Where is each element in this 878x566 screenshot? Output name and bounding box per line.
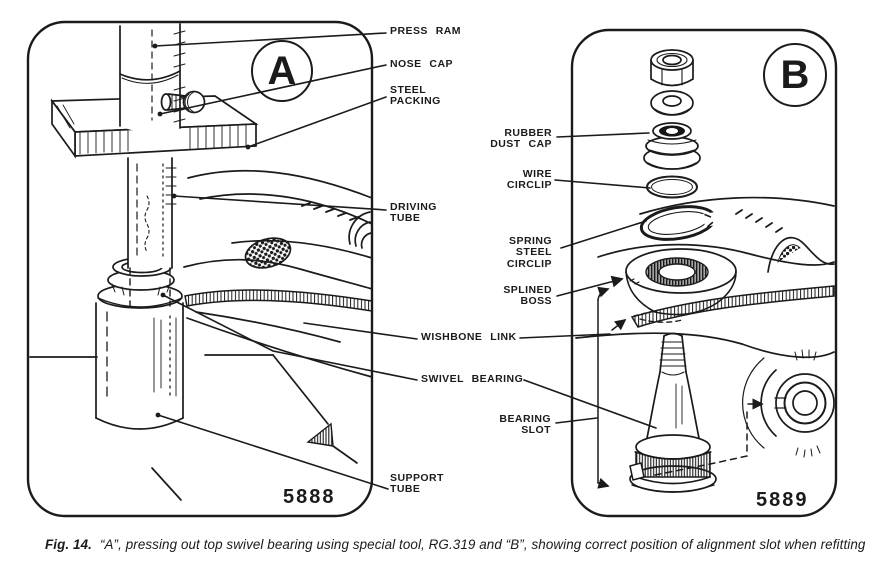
press-ram-drawing [119, 23, 186, 134]
label-wishbone-link: WISHBONE LINK [421, 331, 517, 343]
wire-circlip-drawing [646, 175, 698, 199]
label-driving-tube: DRIVING TUBE [390, 201, 437, 225]
leader-swivel-bearing-right [523, 379, 657, 429]
label-bearing-slot: BEARING SLOT [499, 413, 551, 437]
drawing-number-a: 5888 [283, 486, 336, 508]
panel-a-illustration [26, 20, 418, 518]
leader-bearing-slot [555, 417, 598, 424]
figure-caption-text: “A”, pressing out top swivel bearing usi… [99, 537, 866, 552]
leader-swivel-bearing-left [162, 294, 418, 381]
driving-tube-drawing [127, 157, 177, 307]
drawing-number-b: 5889 [756, 489, 809, 511]
leader-spring-steel-circlip [560, 220, 647, 249]
panel-a-letter: A [267, 49, 297, 93]
label-press-ram: PRESS RAM [390, 25, 461, 37]
panel-b-illustration [519, 28, 838, 518]
leader-splined-boss [556, 275, 624, 297]
panel-b-border [570, 28, 838, 518]
washer-drawing [650, 90, 694, 116]
assembly-alignment-lines [597, 286, 764, 489]
swivel-bearing-drawing [629, 332, 717, 493]
panel-b-letter-badge: B [763, 43, 827, 107]
leader-steel-packing [247, 96, 387, 148]
label-rubber-dust-cap: RUBBER DUST CAP [490, 127, 552, 151]
leader-driving-tube [173, 195, 387, 211]
suspension-background-b [639, 196, 835, 273]
spring-steel-circlip-drawing [639, 205, 723, 241]
label-support-tube: SUPPORT TUBE [390, 472, 444, 496]
label-wire-circlip: WIRE CIRCLIP [506, 168, 552, 192]
lock-nut-drawing [650, 49, 694, 87]
leader-support-tube [157, 414, 389, 490]
leader-rubber-dust-cap [556, 132, 650, 138]
leader-wire-circlip [554, 179, 651, 189]
label-steel-packing: STEEL PACKING [390, 84, 441, 108]
leader-wishbone-link-left [303, 322, 418, 340]
suspension-background-a [187, 169, 373, 269]
figure-number: Fig. 14. [45, 537, 92, 552]
label-splined-boss: SPLINED BOSS [503, 284, 552, 308]
leader-lines-a [152, 32, 418, 490]
splined-boss-drawing [625, 248, 737, 316]
panel-a-border [26, 20, 374, 518]
figure-caption: Fig. 14. “A”, pressing out top swivel bea… [45, 537, 865, 552]
label-spring-steel-circlip: SPRING STEEL CIRCLIP [506, 235, 552, 270]
leader-press-ram [154, 32, 387, 47]
label-nose-cap: NOSE CAP [390, 58, 453, 70]
leader-lines-b [519, 132, 657, 429]
panel-a-letter-badge: A [251, 40, 313, 102]
support-tube-drawing [95, 302, 184, 501]
panel-b-letter: B [780, 53, 810, 97]
leader-wishbone-link-right [519, 333, 611, 339]
press-bed-drawing [29, 354, 358, 464]
label-swivel-bearing: SWIVEL BEARING [421, 373, 524, 385]
rubber-dust-cap-drawing [643, 122, 701, 170]
